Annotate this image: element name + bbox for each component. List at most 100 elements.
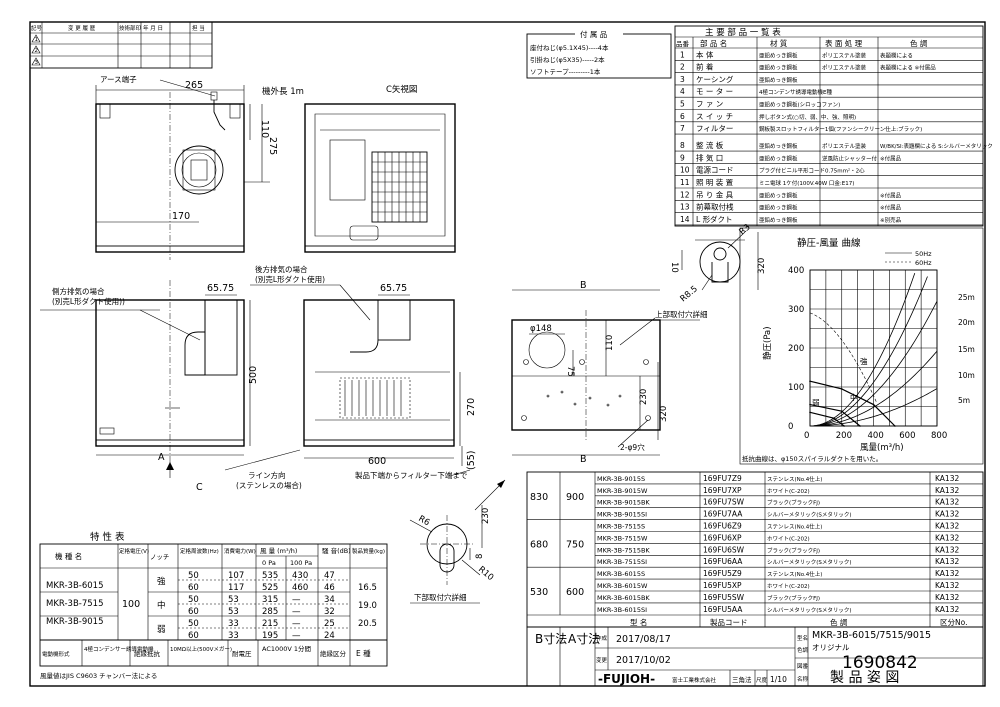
spec-table: 特 性 表 機 種 名 定格電圧(V) ノッチ 定格周波数(Hz) 消費電力(W…: [39, 531, 388, 680]
spec-voltage: 100: [122, 599, 140, 610]
spec-cell: 315: [262, 595, 278, 605]
parts-row-no: 6: [680, 112, 685, 121]
r10: R10: [476, 565, 495, 583]
spec-weight-3: 20.5: [358, 619, 377, 629]
legend-50hz: 50Hz: [915, 250, 932, 258]
dim-8: 8: [475, 554, 485, 559]
model-row-color: ホワイト(C-202): [767, 488, 810, 495]
parts-row-color: W/BK/SI:表題欄による S:シルバーメタリック: [880, 142, 993, 150]
dim-170: 170: [172, 211, 190, 222]
spec-cell: 50: [188, 619, 199, 629]
spec-cell: —: [292, 631, 301, 641]
model-row-name: MKR-3B-9015W: [597, 487, 648, 495]
model-row-cls: KA132: [935, 474, 959, 483]
dim-65-75a: 65.75: [207, 283, 234, 294]
spec-notch-weak: 弱: [157, 625, 166, 635]
parts-row-no: 12: [680, 190, 690, 199]
spec-cell: —: [292, 619, 301, 629]
model-dim-a: 900: [566, 492, 584, 503]
color-value: オリジナル: [812, 643, 850, 652]
model-row-cls: KA132: [935, 510, 959, 519]
dim-230b: 230: [481, 508, 491, 524]
projection: 三角法: [732, 675, 752, 684]
model-row-cls: KA132: [935, 498, 959, 507]
series-point: [894, 425, 896, 427]
accessory-item-1: 座付ねじ(φ5.1X45)----4本: [530, 43, 609, 52]
x-tick-label: 400: [868, 431, 884, 441]
duct-15m: 15m: [958, 345, 975, 354]
plot-frame: [809, 269, 938, 427]
dim-275: 275: [267, 137, 278, 155]
top-mount-detail: 10 R8.5 R3 320: [669, 222, 767, 304]
parts-row-color: 表題欄による: [880, 51, 913, 59]
dim-55: (55): [466, 450, 477, 470]
bottom-mount-label: 下部取付穴詳細: [414, 592, 467, 602]
spec-cell: 50: [188, 595, 199, 605]
duct-curve: [809, 276, 928, 427]
model-row-code: 169FU5XP: [703, 581, 742, 590]
dim-110b: 110: [605, 335, 615, 351]
model-row-color: シルバーメタリック(Sメタリック): [767, 606, 852, 614]
parts-row-material: 亜鉛めっき鋼板: [759, 51, 798, 59]
model-row-code: 169FU5Z9: [703, 569, 742, 578]
model-row-color: ブラック(ブラックFJ): [767, 546, 820, 554]
series-point: [859, 425, 861, 427]
label-b-top: B: [580, 280, 587, 291]
series-point: [840, 388, 843, 390]
parts-row-material: 亜鉛めっき鋼板: [759, 154, 798, 162]
series-point: [809, 403, 811, 406]
curve-label-strong: 強: [860, 356, 868, 366]
model-row-name: MKR-3B-6015SI: [597, 606, 647, 614]
series-point: [809, 411, 811, 414]
parts-row-name: 前幕取付桟: [696, 202, 734, 212]
series-line: [809, 380, 896, 427]
model-row-color: ブラック(ブラックFJ): [767, 594, 820, 602]
parts-row-name: ス イ ッ チ: [696, 112, 733, 121]
y-tick-label: 100: [788, 383, 804, 393]
filter-note: 製品下端からフィルター下端まで: [355, 470, 467, 480]
parts-row-color: ※付属品: [880, 154, 902, 162]
spec-cell: 430: [292, 571, 308, 581]
x-tick-label: 200: [836, 431, 852, 441]
side-exhaust-note: (別売L形ダクト使用)): [52, 296, 125, 306]
y-tick-label: 400: [788, 266, 804, 276]
model-row-name: MKR-3B-9015SI: [597, 511, 647, 519]
duct-20m: 20m: [958, 318, 975, 327]
spec-h-noise: 騒 音(dB): [322, 546, 351, 555]
parts-row-no: 5: [680, 100, 685, 109]
parts-table: 主 要 部 品 一 覧 表 品番 部 品 名 材 質 表 面 処 理 色 調 1…: [674, 25, 993, 227]
model-row-name: MKR-3B-7515BK: [597, 546, 650, 554]
accessory-item-2: 引掛ねじ(φ5X35)-----2本: [530, 55, 605, 64]
parts-row-no: 9: [680, 153, 685, 162]
insulation-value: 10MΩ以上(500Vメガー): [170, 645, 232, 653]
parts-row-name: 電源コード: [696, 166, 734, 175]
holes-label: 2-φ9穴: [620, 442, 645, 452]
model-footer-cls: 区分No.: [940, 618, 967, 627]
parts-header-material: 材 質: [770, 38, 788, 48]
spec-cell: 535: [262, 571, 278, 581]
rev-header-dept: 技術部印: [119, 24, 142, 32]
model-row-name: MKR-3B-6015W: [597, 582, 648, 590]
spec-cell: 32: [324, 607, 335, 617]
rev-header-history: 変 更 履 歴: [68, 24, 96, 32]
x-tick-label: 800: [931, 431, 947, 441]
model-row-cls: KA132: [935, 545, 959, 554]
spec-cell: 53: [228, 607, 239, 617]
r8-5: R8.5: [679, 284, 700, 304]
a-dim-label: A寸法: [568, 632, 600, 646]
model-row-color: ステンレス(No.4仕上): [767, 523, 822, 531]
spec-cell: —: [292, 607, 301, 617]
name-label: 名称: [797, 675, 809, 683]
dim-148: φ148: [530, 324, 552, 334]
parts-row-material: ミニ電球 1ケ付(100V.40W 口金:E17): [759, 179, 854, 187]
line-direction-note: (ステンレスの場合): [236, 480, 302, 490]
model-row-color: ホワイト(C-202): [767, 583, 810, 590]
spec-cell: 285: [262, 607, 278, 617]
model-row-code: 169FU5AA: [703, 605, 743, 614]
dim-110a: 110: [259, 120, 270, 138]
curve-label-weak: 弱: [812, 398, 820, 407]
spec-notch-strong: 強: [157, 576, 166, 587]
legend-60hz: 60Hz: [915, 259, 932, 267]
parts-row-name: 整 流 板: [696, 140, 724, 150]
chart-title: 静圧-風量 曲線: [797, 237, 861, 249]
